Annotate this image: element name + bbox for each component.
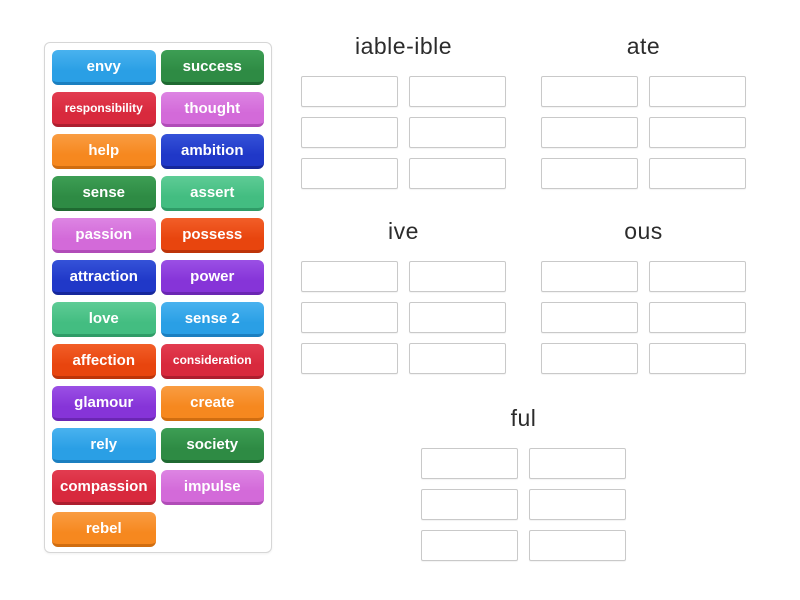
drop-slot[interactable] <box>541 117 638 148</box>
word-tile[interactable]: help <box>52 134 156 169</box>
group-title: ate <box>626 33 661 59</box>
group-slots <box>301 261 506 374</box>
word-label: thought <box>184 99 241 117</box>
drop-slot[interactable] <box>541 261 638 292</box>
group-ate: ate <box>541 32 746 189</box>
word-label: responsibility <box>64 101 143 115</box>
drop-slot[interactable] <box>421 489 518 520</box>
word-tile[interactable]: affection <box>52 344 156 379</box>
word-tile[interactable]: thought <box>160 92 264 127</box>
word-tile[interactable]: glamour <box>52 386 156 421</box>
word-label: create <box>190 393 235 411</box>
group-title: ful <box>510 405 537 431</box>
word-tile[interactable]: passion <box>52 218 156 253</box>
word-tile[interactable]: envy <box>52 50 156 85</box>
group-ful: ful <box>421 404 626 561</box>
drop-slot[interactable] <box>301 261 398 292</box>
word-label: possess <box>182 225 243 243</box>
word-tile[interactable]: ambition <box>160 134 264 169</box>
drop-slot[interactable] <box>421 530 518 561</box>
word-tile[interactable]: attraction <box>52 260 156 295</box>
word-label: passion <box>75 225 133 243</box>
word-tile[interactable]: impulse <box>160 470 264 505</box>
drop-slot[interactable] <box>301 302 398 333</box>
drop-slot[interactable] <box>541 76 638 107</box>
drop-slot[interactable] <box>649 302 746 333</box>
drop-slot[interactable] <box>409 158 506 189</box>
group-ive: ive <box>301 217 506 374</box>
word-label: success <box>182 57 242 75</box>
drop-slot[interactable] <box>409 76 506 107</box>
word-label: sense 2 <box>184 309 240 327</box>
drop-slot[interactable] <box>649 76 746 107</box>
drop-slot[interactable] <box>529 530 626 561</box>
drop-slot[interactable] <box>541 343 638 374</box>
word-tile[interactable]: sense <box>52 176 156 211</box>
word-label: envy <box>86 57 121 75</box>
word-label: ambition <box>181 141 244 159</box>
word-tile[interactable]: create <box>160 386 264 421</box>
word-tile[interactable]: possess <box>160 218 264 253</box>
drop-slot[interactable] <box>301 158 398 189</box>
drop-slot[interactable] <box>409 117 506 148</box>
drop-slot[interactable] <box>649 343 746 374</box>
word-label: compassion <box>59 477 148 495</box>
word-tile[interactable]: love <box>52 302 156 337</box>
word-label: affection <box>72 351 135 369</box>
word-label: help <box>88 141 120 159</box>
drop-slot[interactable] <box>529 448 626 479</box>
group-ous: ous <box>541 217 746 374</box>
word-label: power <box>190 267 235 285</box>
drop-slot[interactable] <box>541 158 638 189</box>
drop-slot[interactable] <box>541 302 638 333</box>
group-title: ous <box>624 218 663 244</box>
word-label: assert <box>190 183 235 201</box>
word-tile[interactable]: compassion <box>52 470 156 505</box>
drop-slot[interactable] <box>529 489 626 520</box>
word-tile[interactable]: responsibility <box>52 92 156 127</box>
word-tile[interactable]: sense 2 <box>160 302 264 337</box>
group-slots <box>421 448 626 561</box>
word-tile[interactable]: society <box>160 428 264 463</box>
drop-slot[interactable] <box>649 117 746 148</box>
word-label: consideration <box>172 353 252 367</box>
word-tile[interactable]: consideration <box>160 344 264 379</box>
word-label: rebel <box>85 519 122 537</box>
word-tile[interactable]: success <box>160 50 264 85</box>
word-label: sense <box>82 183 126 201</box>
word-label: love <box>88 309 119 327</box>
group-title: iable-ible <box>354 33 453 59</box>
drop-slot[interactable] <box>301 76 398 107</box>
group-slots <box>541 261 746 374</box>
group-slots <box>541 76 746 189</box>
word-bank-panel: envy success responsibility thought help ambi… <box>44 42 272 553</box>
word-tile[interactable]: assert <box>160 176 264 211</box>
drop-slot[interactable] <box>301 343 398 374</box>
word-label: attraction <box>69 267 138 285</box>
word-label: society <box>186 435 239 453</box>
drop-slot[interactable] <box>409 302 506 333</box>
word-tile[interactable]: rebel <box>52 512 156 547</box>
group-title: ive <box>388 218 419 244</box>
group-slots <box>301 76 506 189</box>
word-label: impulse <box>183 477 241 495</box>
drop-slot[interactable] <box>649 261 746 292</box>
drop-slot[interactable] <box>421 448 518 479</box>
word-tile[interactable]: power <box>160 260 264 295</box>
drop-slot[interactable] <box>301 117 398 148</box>
drop-slot[interactable] <box>649 158 746 189</box>
word-tile[interactable]: rely <box>52 428 156 463</box>
word-label: glamour <box>74 393 134 411</box>
drop-slot[interactable] <box>409 343 506 374</box>
group-iable-ible: iable-ible <box>301 32 506 189</box>
word-label: rely <box>90 435 118 453</box>
drop-slot[interactable] <box>409 261 506 292</box>
